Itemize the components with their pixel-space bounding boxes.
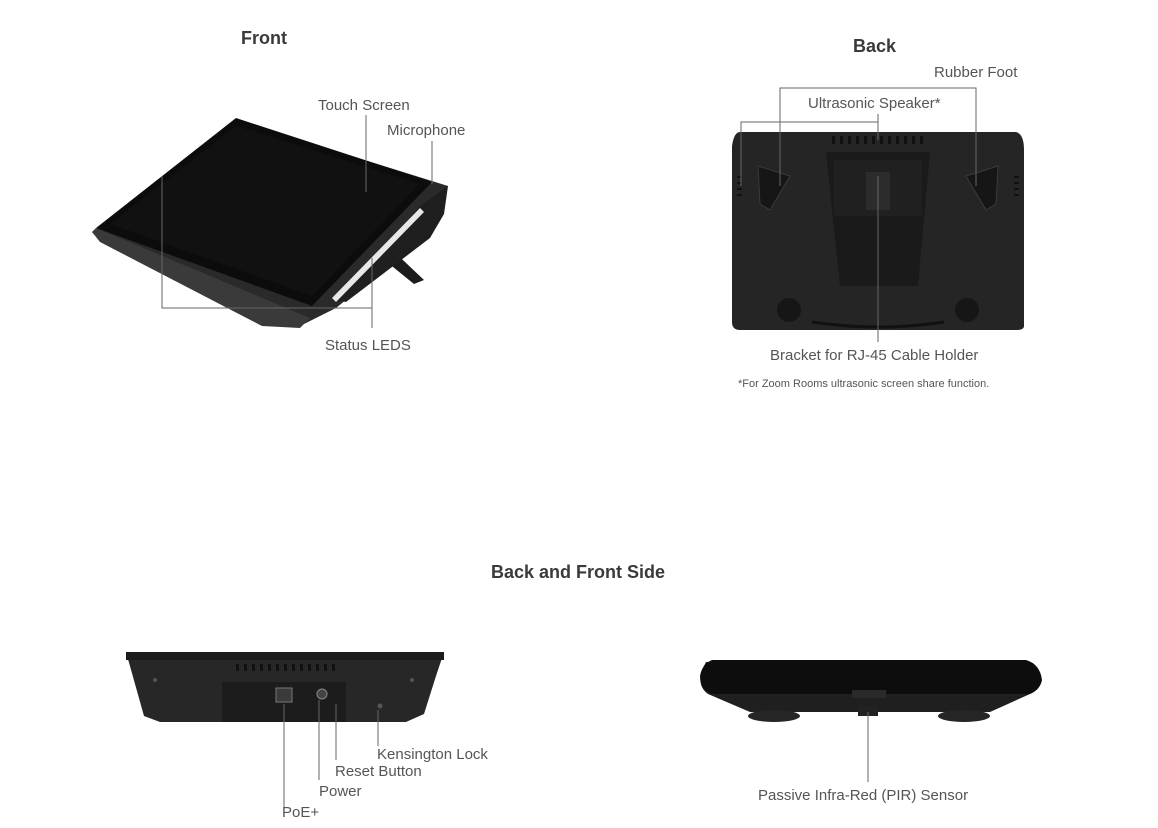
back-callout-lines xyxy=(740,87,977,342)
back-side-device-image xyxy=(126,652,444,722)
reset-button-label: Reset Button xyxy=(335,763,422,780)
back-side-callout-lines xyxy=(283,700,379,812)
kensington-lock-label: Kensington Lock xyxy=(377,746,488,763)
pir-sensor-label: Passive Infra-Red (PIR) Sensor xyxy=(758,787,969,804)
poe-label: PoE+ xyxy=(282,804,320,821)
front-side-device-image xyxy=(700,660,1042,722)
microphone-label: Microphone xyxy=(387,122,466,139)
back-footnote: *For Zoom Rooms ultrasonic screen share … xyxy=(738,378,990,390)
bracket-label: Bracket for RJ-45 Cable Holder xyxy=(770,347,979,364)
ultrasonic-speaker-label: Ultrasonic Speaker* xyxy=(808,95,941,112)
back-heading: Back xyxy=(853,36,897,56)
power-label: Power xyxy=(319,783,362,800)
front-callout-lines xyxy=(161,115,433,328)
sides-heading: Back and Front Side xyxy=(491,562,666,582)
rubber-foot-label: Rubber Foot xyxy=(934,64,1018,81)
front-device-image xyxy=(92,118,448,328)
front-heading: Front xyxy=(241,28,287,48)
status-leds-label: Status LEDS xyxy=(325,337,411,354)
touch-screen-label: Touch Screen xyxy=(318,97,410,114)
